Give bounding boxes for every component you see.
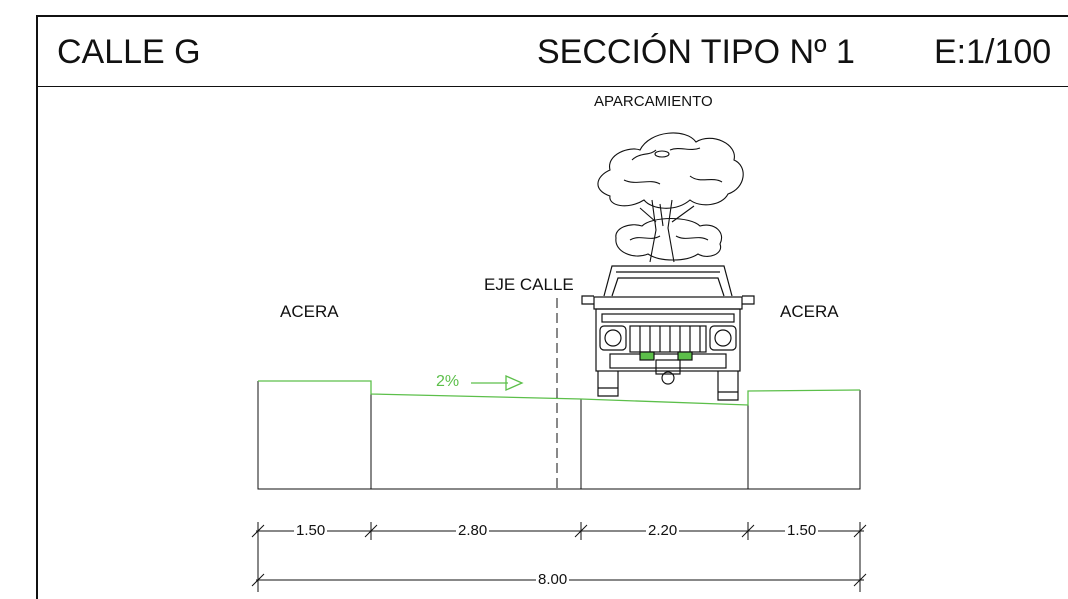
axis-label: EJE CALLE	[484, 275, 574, 294]
tree-icon	[597, 132, 744, 263]
section-title: SECCIÓN TIPO Nº 1	[537, 33, 855, 71]
slope-arrow-icon	[471, 375, 524, 391]
frame-title-rule	[36, 86, 1068, 87]
pavement-surface	[258, 380, 861, 406]
sidewalk-right-label: ACERA	[780, 302, 839, 321]
slope-label: 2%	[436, 373, 460, 390]
dim-sidewalk-left: 1.50	[294, 522, 328, 539]
parking-label: APARCAMIENTO	[594, 93, 713, 110]
dim-lane: 2.80	[456, 522, 490, 539]
dim-total: 8.00	[536, 571, 570, 588]
frame-left	[36, 15, 38, 599]
sidewalk-left-label: ACERA	[280, 302, 339, 321]
road-section	[257, 381, 861, 490]
dim-sidewalk-right: 1.50	[785, 522, 819, 539]
car-icon	[581, 265, 755, 401]
dim-parking: 2.20	[646, 522, 680, 539]
street-title: CALLE G	[57, 33, 201, 71]
frame-top	[36, 15, 1068, 17]
scale-label: E:1/100	[934, 33, 1052, 71]
